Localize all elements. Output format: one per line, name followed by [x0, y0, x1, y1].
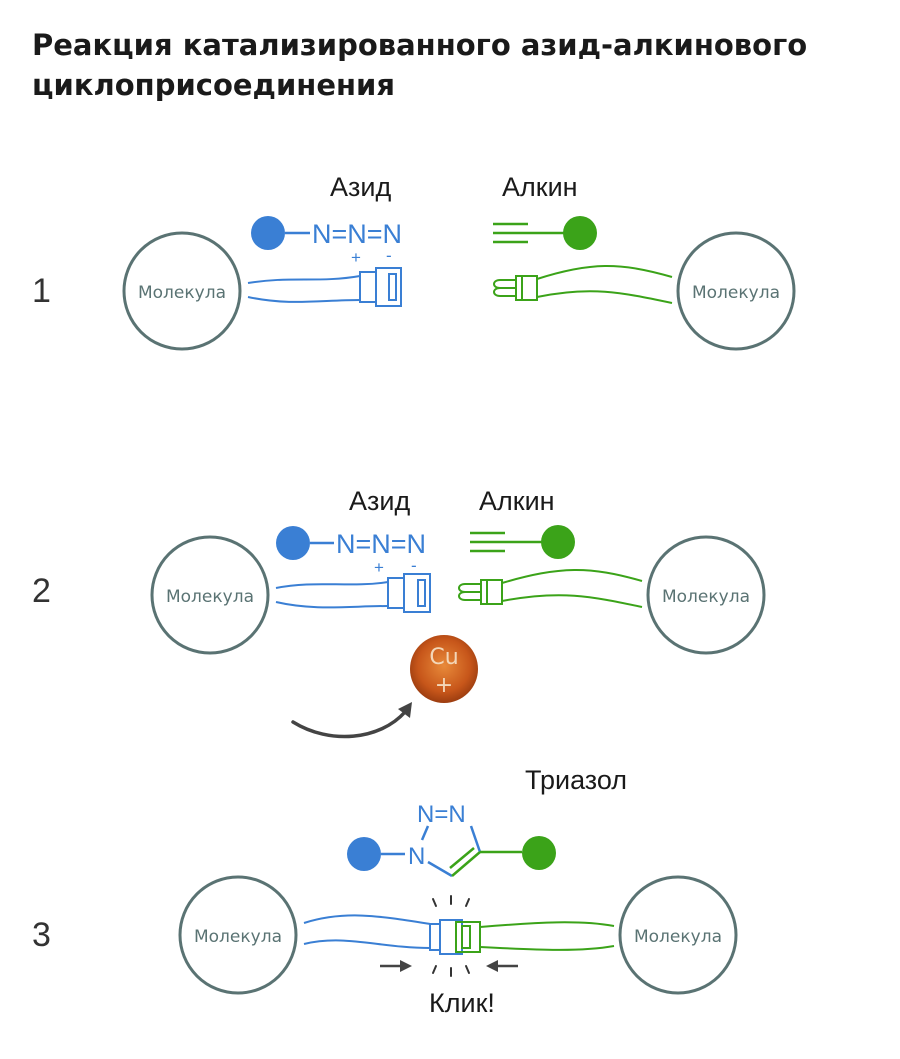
molecule-left-2	[150, 535, 270, 655]
copper-catalyst: Cu +	[410, 635, 478, 703]
buckle-female-2	[387, 573, 431, 613]
azide-charge-plus-2: +	[374, 558, 384, 577]
azide-substituent-ball	[276, 526, 310, 560]
step-number-3: 3	[32, 916, 51, 954]
curved-arrow-icon	[291, 702, 412, 739]
page-title-line-2: циклоприсоединения	[32, 68, 395, 102]
azide-charge-minus-2: -	[411, 556, 417, 575]
molecule-left-3	[178, 875, 298, 995]
buckle-male-1	[493, 275, 538, 301]
step-number-2: 2	[32, 572, 51, 610]
alkyne-label-1: Алкин	[502, 172, 578, 202]
azide-group-2: N=N=N + -	[276, 526, 426, 577]
click-sparks	[432, 895, 470, 977]
ring-n1: N	[408, 843, 425, 870]
alkyne-substituent-ball	[563, 216, 597, 250]
azide-charge-minus-1: -	[386, 246, 392, 265]
catalyst-symbol: Cu	[429, 645, 458, 670]
triazole-structure: N=N N	[347, 801, 556, 878]
alkyne-substituent-ball	[522, 836, 556, 870]
step-3: 3 Триазол N=N N Молекула Молекула	[32, 765, 738, 1018]
molecule-right-3	[618, 875, 738, 995]
arrow-right-icon	[380, 960, 412, 972]
alkyne-group-1	[493, 216, 597, 250]
alkyne-substituent-ball	[541, 525, 575, 559]
azide-label-1: Азид	[330, 172, 391, 202]
alkyne-label-2: Алкин	[479, 486, 555, 516]
molecule-label-right-2: Молекула	[662, 587, 750, 607]
product-label: Триазол	[525, 765, 627, 795]
buckle-male-2	[458, 579, 503, 605]
molecule-left-1	[122, 231, 242, 351]
arrow-left-icon	[486, 960, 518, 972]
page-title-line-1: Реакция катализированного азид-алкиновог…	[32, 28, 807, 62]
molecule-label-left-2: Молекула	[166, 587, 254, 607]
molecule-label-right-1: Молекула	[692, 283, 780, 303]
copper-ion	[410, 635, 478, 703]
azide-substituent-ball	[347, 837, 381, 871]
ring-top-nitrogens: N=N	[417, 801, 466, 828]
step-number-1: 1	[32, 272, 51, 310]
alkyne-group-2	[470, 525, 575, 559]
azide-formula-1: N=N=N	[312, 219, 402, 249]
buckle-joined	[429, 919, 481, 955]
catalyst-charge: +	[435, 673, 453, 698]
molecule-right-1	[676, 231, 796, 351]
step-2: 2 Азид Алкин N=N=N + - Молекула	[32, 486, 766, 739]
molecule-label-right-3: Молекула	[634, 927, 722, 947]
azide-group-1: N=N=N + -	[251, 216, 402, 267]
molecule-label-left-3: Молекула	[194, 927, 282, 947]
azide-charge-plus-1: +	[351, 248, 361, 267]
buckle-female-1	[359, 267, 402, 307]
molecule-right-2	[646, 535, 766, 655]
click-label: Клик!	[429, 988, 495, 1018]
azide-formula-2: N=N=N	[336, 529, 426, 559]
step-1: 1 Азид Алкин N=N=N + - Молекула	[32, 172, 796, 351]
azide-substituent-ball	[251, 216, 285, 250]
molecule-label-left-1: Молекула	[138, 283, 226, 303]
azide-label-2: Азид	[349, 486, 410, 516]
